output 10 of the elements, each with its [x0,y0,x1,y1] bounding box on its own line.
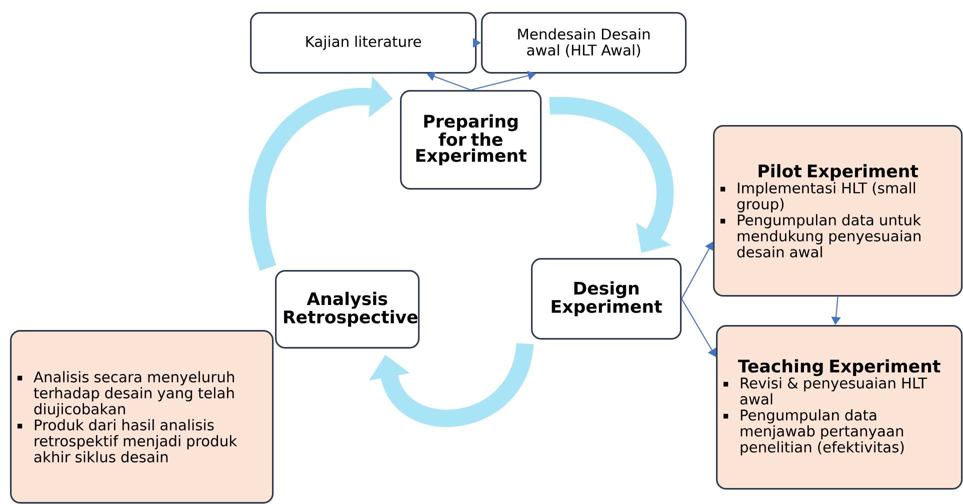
process-box: Mendesain Desain awal (HLT Awal) [481,12,687,74]
arrow [470,70,536,91]
note-box: Analisis secara menyeluruh terhadap desain yang telah diujicobakan Produk dari hasil analisis retrospektif menjadi produk akhir siklus desain [10,330,274,504]
process-box: Design Experiment [531,258,682,340]
arrow [681,298,716,357]
stage-box: Pilot Experiment Implementasi HLT (small group) Pengumpulan data untuk mendukung penyesuaian desain awal [713,125,963,297]
process-box: Kajian literature [250,12,477,74]
process-box: Preparing for the Experiment [400,90,542,190]
stage-box: Teaching Experiment Revisi & penyesuaian HLT awal Pengumpulan data menjawab pertanyaan penelitian (efektivitas) [716,325,963,490]
process-box: Analysis Retrospective [275,270,420,349]
